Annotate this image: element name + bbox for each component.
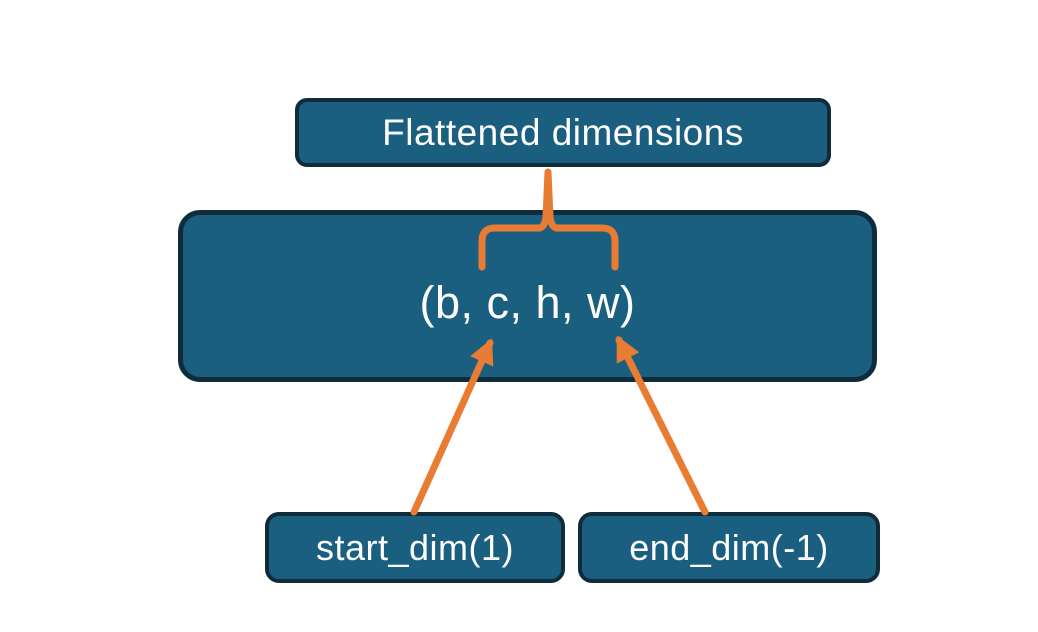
start-dim-label: start_dim(1) xyxy=(315,526,515,568)
start-dim-box: start_dim(1) xyxy=(265,512,565,583)
flattened-dimensions-label: Flattened dimensions xyxy=(382,111,744,153)
flattened-dimensions-box: Flattened dimensions xyxy=(295,98,831,167)
tensor-shape-label: (b, c, h, w) xyxy=(419,277,636,328)
end-dim-label: end_dim(-1) xyxy=(629,526,829,568)
tensor-shape-box: (b, c, h, w) xyxy=(178,210,877,382)
end-dim-box: end_dim(-1) xyxy=(578,512,880,583)
